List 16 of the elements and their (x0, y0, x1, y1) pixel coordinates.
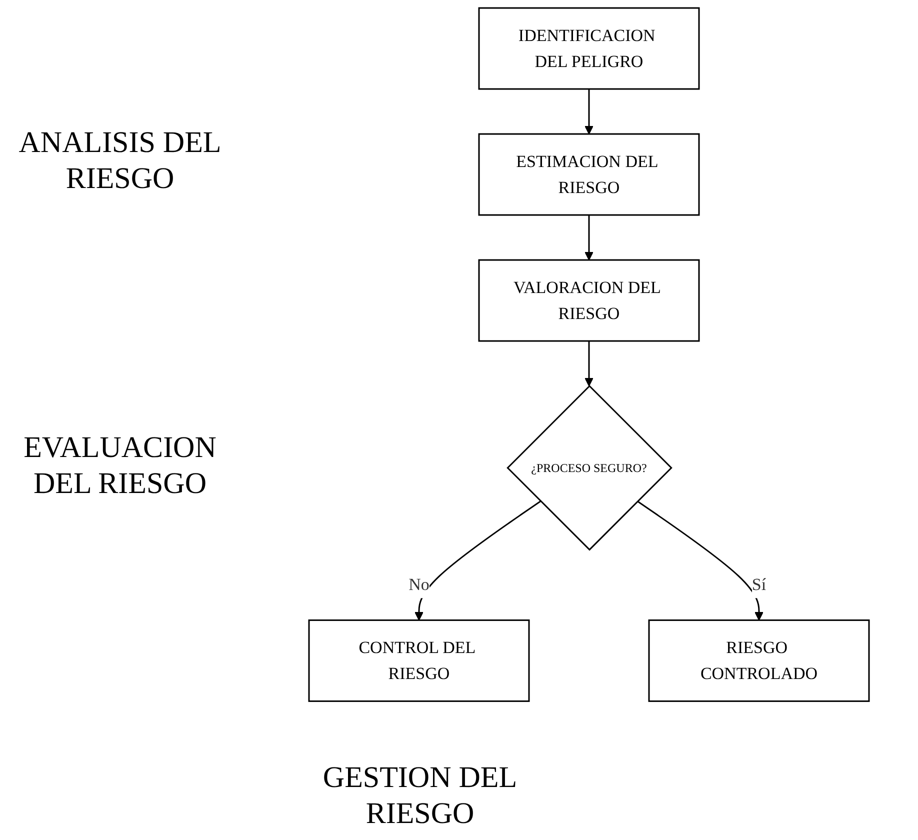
edge-label: No (408, 575, 430, 594)
edge-label: Sí (752, 575, 766, 594)
node-box: RIESGO CONTROLADO (648, 619, 870, 702)
arrow (584, 215, 594, 260)
arrow (584, 89, 594, 134)
node-box: IDENTIFICACION DEL PELIGRO (478, 7, 700, 90)
node-box: VALORACION DEL RIESGO (478, 259, 700, 342)
node-box: CONTROL DEL RIESGO (308, 619, 530, 702)
node-box: ESTIMACION DEL RIESGO (478, 133, 700, 216)
section-label: GESTION DEL RIESGO (322, 760, 518, 832)
arrow (584, 341, 594, 386)
node-diamond: ¿PROCESO SEGURO? (506, 384, 672, 551)
arrow (414, 500, 541, 621)
section-label: EVALUACION DEL RIESGO (22, 430, 218, 502)
arrow (637, 500, 764, 621)
section-label: ANALISIS DEL RIESGO (18, 125, 222, 197)
